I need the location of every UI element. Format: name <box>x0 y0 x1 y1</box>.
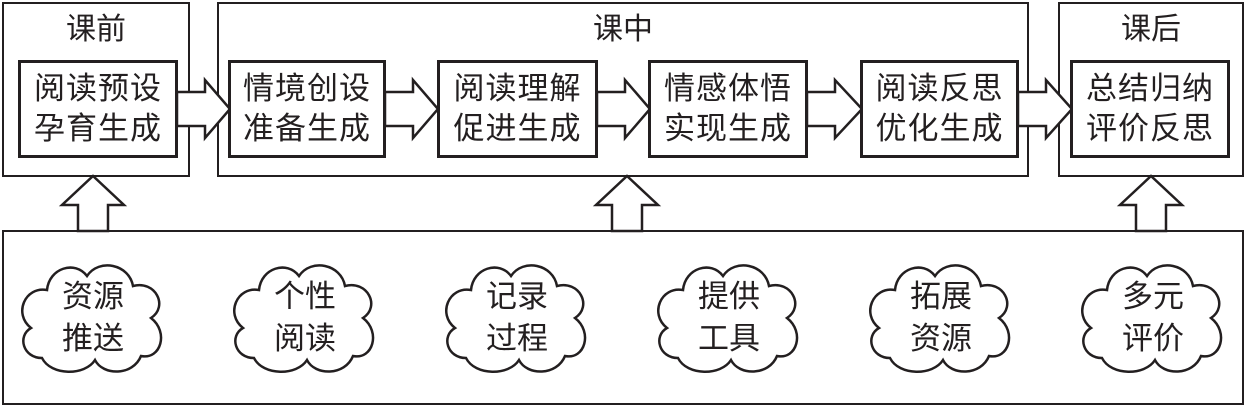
flow-arrow-3 <box>595 76 652 142</box>
stage-pre-title: 课前 <box>66 12 126 47</box>
support-5-line1: 拓展 <box>910 279 972 315</box>
step-box-3: 阅读理解 促进生成 <box>437 60 598 158</box>
support-panel <box>2 230 1244 405</box>
flow-arrow-4 <box>805 76 864 142</box>
support-label-4: 提供 工具 <box>664 276 794 360</box>
step-5-line2: 优化生成 <box>875 111 1004 147</box>
step-3-line2: 促进生成 <box>453 111 582 147</box>
support-1-line1: 资源 <box>62 279 124 315</box>
support-1-line2: 推送 <box>62 321 124 357</box>
step-6-line2: 评价反思 <box>1086 111 1214 147</box>
support-2-line1: 个性 <box>274 279 336 315</box>
support-2-line2: 阅读 <box>274 321 336 357</box>
step-box-6: 总结归纳 评价反思 <box>1070 60 1230 158</box>
support-3-line1: 记录 <box>486 279 548 315</box>
cloud-shape-6 <box>1081 264 1223 373</box>
support-arrow-pre <box>58 174 128 233</box>
support-4-line1: 提供 <box>698 279 760 315</box>
step-box-4: 情感体悟 实现生成 <box>648 60 808 158</box>
cloud-shape-3 <box>445 264 587 373</box>
step-3-line1: 阅读理解 <box>453 71 582 107</box>
support-label-5: 拓展 资源 <box>876 276 1006 360</box>
cloud-shape-5 <box>869 264 1011 373</box>
support-5-line2: 资源 <box>910 321 972 357</box>
step-box-5: 阅读反思 优化生成 <box>860 60 1019 158</box>
support-3-line2: 过程 <box>486 321 548 357</box>
support-6-line2: 评价 <box>1122 321 1184 357</box>
step-5-line1: 阅读反思 <box>875 71 1004 107</box>
stage-post-title: 课后 <box>1121 12 1181 47</box>
cloud-shape-1 <box>21 264 163 373</box>
step-2-line1: 情境创设 <box>243 71 371 107</box>
step-box-2: 情境创设 准备生成 <box>228 60 386 158</box>
support-arrow-post <box>1116 174 1186 233</box>
support-label-3: 记录 过程 <box>452 276 582 360</box>
stage-mid-title: 课中 <box>593 12 653 47</box>
flow-arrow-5 <box>1016 76 1074 142</box>
support-label-1: 资源 推送 <box>28 276 158 360</box>
cloud-shape-4 <box>657 264 799 373</box>
support-4-line2: 工具 <box>698 321 760 357</box>
flow-arrow-1 <box>175 76 232 142</box>
support-label-6: 多元 评价 <box>1088 276 1218 360</box>
cloud-shape-2 <box>233 264 375 373</box>
step-1-line1: 阅读预设 <box>34 71 162 107</box>
step-2-line2: 准备生成 <box>243 111 371 147</box>
support-6-line1: 多元 <box>1122 279 1184 315</box>
step-box-1: 阅读预设 孕育生成 <box>18 60 178 158</box>
step-4-line1: 情感体悟 <box>664 71 792 107</box>
support-arrow-mid <box>592 174 662 233</box>
step-4-line2: 实现生成 <box>664 111 792 147</box>
step-1-line2: 孕育生成 <box>34 111 162 147</box>
flow-arrow-2 <box>383 76 440 142</box>
step-6-line1: 总结归纳 <box>1086 71 1214 107</box>
support-label-2: 个性 阅读 <box>240 276 370 360</box>
